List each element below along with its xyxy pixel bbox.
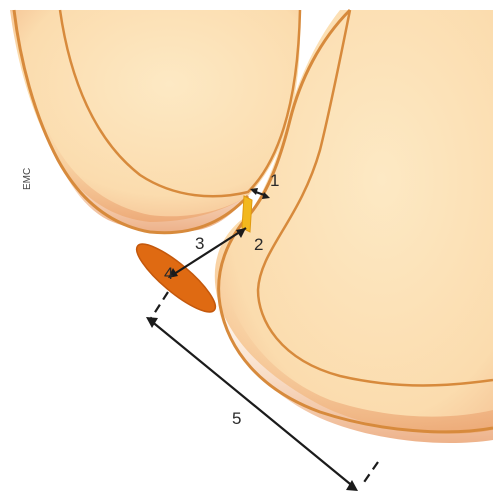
label-2: 2: [254, 235, 263, 254]
left-tooth: [10, 10, 300, 233]
contact-point: [242, 196, 252, 232]
label-1: 1: [270, 171, 279, 190]
label-3: 3: [195, 234, 204, 253]
measure-5-extension-bottom: [362, 462, 378, 485]
measure-5-extension-top: [150, 292, 168, 320]
label-4: 4: [164, 264, 173, 283]
gingival-papilla: [129, 235, 224, 321]
tag-label: EMC: [22, 168, 33, 190]
label-5: 5: [232, 409, 241, 428]
